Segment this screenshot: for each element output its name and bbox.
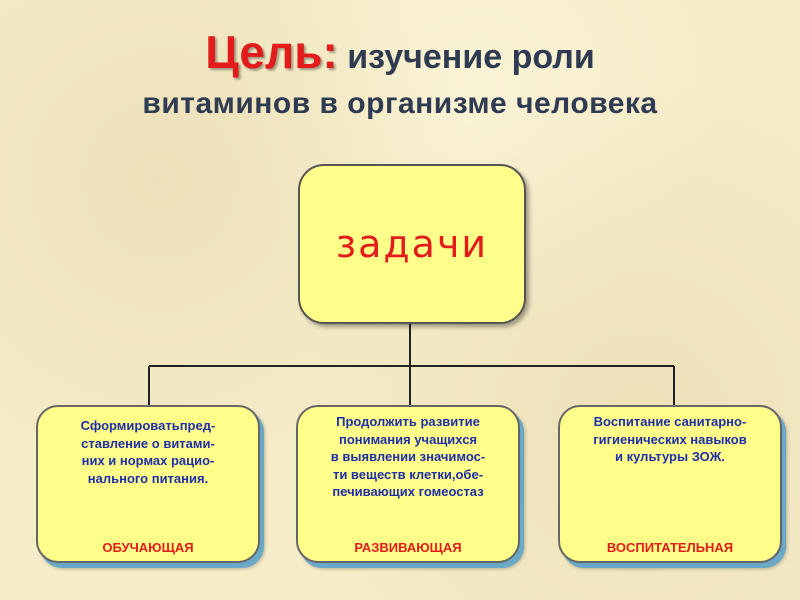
task-text-line: и культуры ЗОЖ.: [615, 449, 725, 464]
task-text-line: печивающих гомеостаз: [332, 484, 484, 499]
task-text-line: нального питания.: [87, 470, 209, 486]
task-text: Воспитание санитарно- гигиенических навы…: [560, 413, 780, 466]
task-text: Продолжить развитие понимания учащихся в…: [298, 413, 518, 501]
goal-word: Цель:: [205, 26, 338, 78]
title-line-1: Цель: изучение роли: [0, 26, 800, 79]
task-text-line: Сформироватьпред-: [80, 418, 216, 433]
task-text-line: понимания учащихся: [338, 431, 478, 447]
task-text: Сформироватьпред- ставление о витами- ни…: [38, 417, 258, 487]
task-text-line: Продолжить развитие: [336, 414, 480, 429]
goal-text-line-2: витаминов в организме человека: [142, 86, 658, 120]
task-text-line: ти веществ клетки,обе-: [332, 466, 484, 482]
task-text-line: Воспитание санитарно-: [593, 414, 747, 429]
slide-title: Цель: изучение роли витаминов в организм…: [0, 26, 800, 121]
task-text-line: гигиенических навыков: [593, 431, 747, 447]
task-kind-label: ОБУЧАЮЩАЯ: [102, 540, 194, 555]
goal-text-line-1: изучение роли: [347, 38, 595, 76]
task-box-developmental: Продолжить развитие понимания учащихся в…: [296, 405, 520, 563]
task-kind-label: РАЗВИВАЮЩАЯ: [354, 540, 462, 555]
task-text-line: в выявлении значимос-: [330, 449, 486, 464]
task-text-line: них и нормах рацио-: [81, 453, 215, 468]
tasks-root-box: задачи: [298, 164, 526, 324]
task-kind-label: ВОСПИТАТЕЛЬНАЯ: [606, 540, 734, 555]
task-box-educational: Сформироватьпред- ставление о витами- ни…: [36, 405, 260, 563]
task-box-upbringing: Воспитание санитарно- гигиенических навы…: [558, 405, 782, 563]
task-text-line: ставление о витами-: [81, 435, 215, 451]
tasks-root-label: задачи: [335, 222, 489, 266]
